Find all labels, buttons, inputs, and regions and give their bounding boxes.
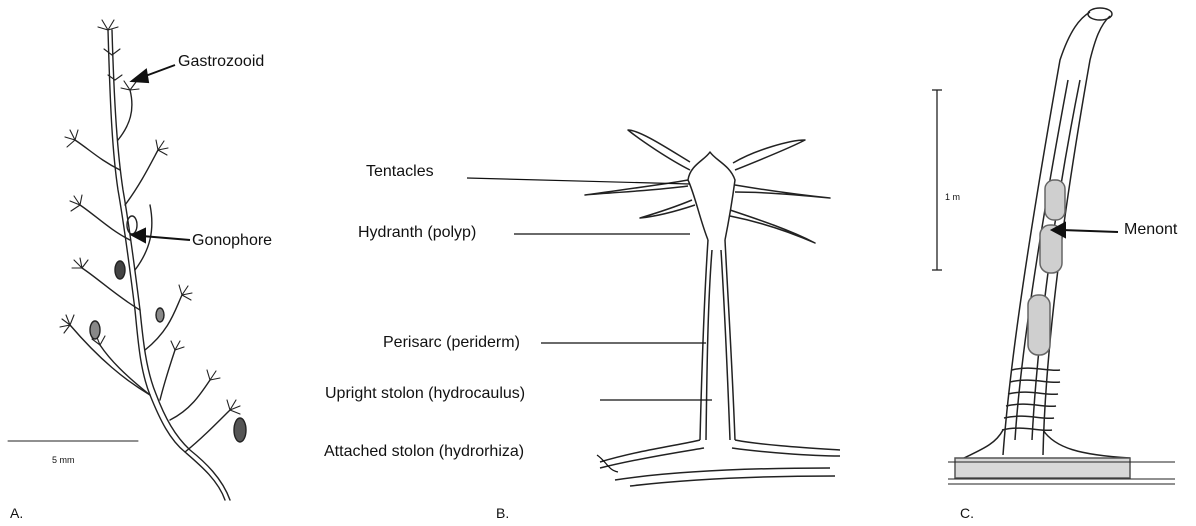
panel-b-leader-lines	[467, 178, 712, 472]
tentacles-label: Tentacles	[366, 164, 434, 180]
panel-c-scale-label: 1 m	[945, 193, 960, 202]
panel-a-letter: A.	[10, 506, 23, 520]
panel-c-arrow	[1052, 223, 1118, 237]
panel-a-arrows	[132, 65, 190, 242]
panel-a-scale-label: 5 mm	[52, 456, 75, 465]
panel-b-polyp-drawing	[585, 130, 840, 486]
perisarc-label: Perisarc (periderm)	[383, 335, 520, 351]
upright-stolon-label: Upright stolon (hydrocaulus)	[325, 386, 525, 402]
menont-label: Menont	[1124, 222, 1177, 238]
panel-c-tube-drawing	[932, 8, 1175, 484]
panel-b-letter: B.	[496, 506, 509, 520]
hydranth-label: Hydranth (polyp)	[358, 225, 476, 241]
attached-stolon-label: Attached stolon (hydrorhiza)	[324, 444, 524, 460]
panel-c-letter: C.	[960, 506, 974, 520]
panel-a-colony-drawing	[8, 20, 246, 500]
gastrozooid-label: Gastrozooid	[178, 54, 264, 70]
gonophore-label: Gonophore	[192, 233, 272, 249]
